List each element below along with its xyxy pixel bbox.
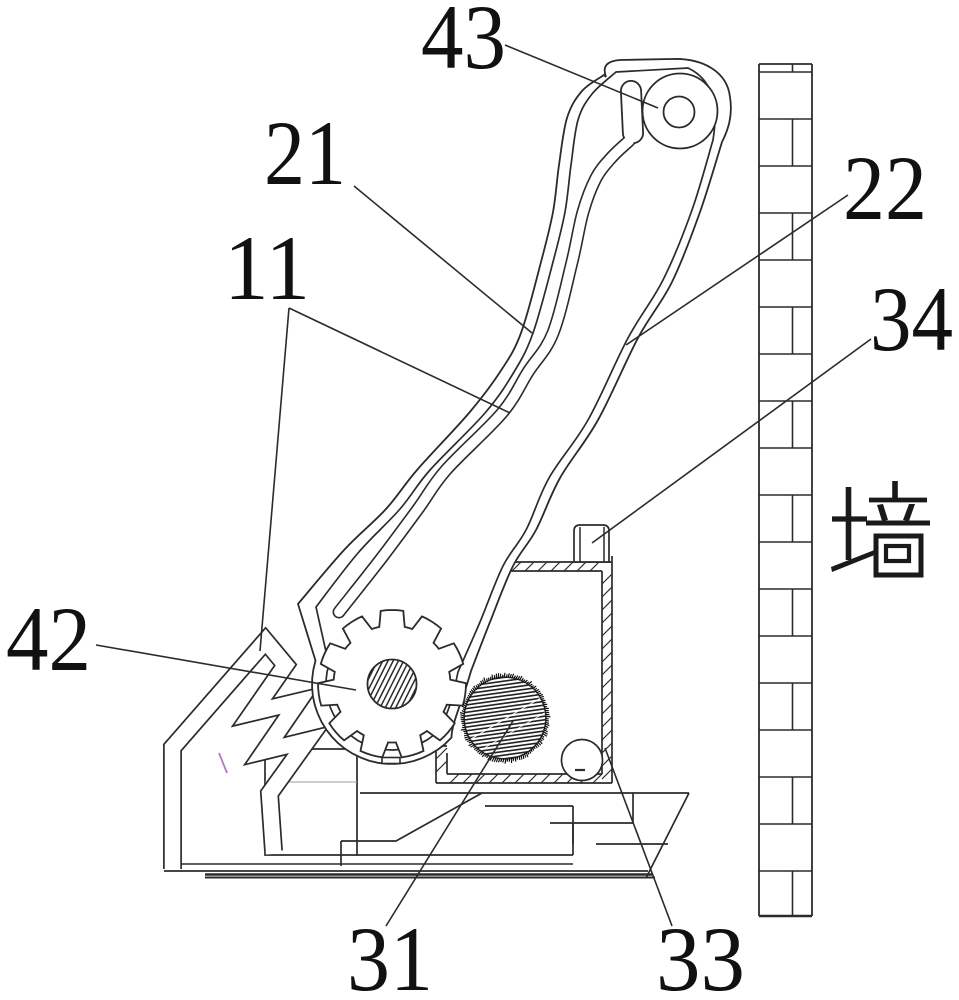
svg-text:33: 33 bbox=[656, 908, 745, 1000]
svg-text:31: 31 bbox=[347, 908, 433, 1000]
svg-text:21: 21 bbox=[264, 102, 346, 204]
svg-text:22: 22 bbox=[843, 137, 927, 239]
svg-text:42: 42 bbox=[6, 588, 91, 690]
svg-text:34: 34 bbox=[870, 268, 953, 370]
svg-text:11: 11 bbox=[224, 217, 310, 319]
svg-text:43: 43 bbox=[421, 0, 506, 88]
